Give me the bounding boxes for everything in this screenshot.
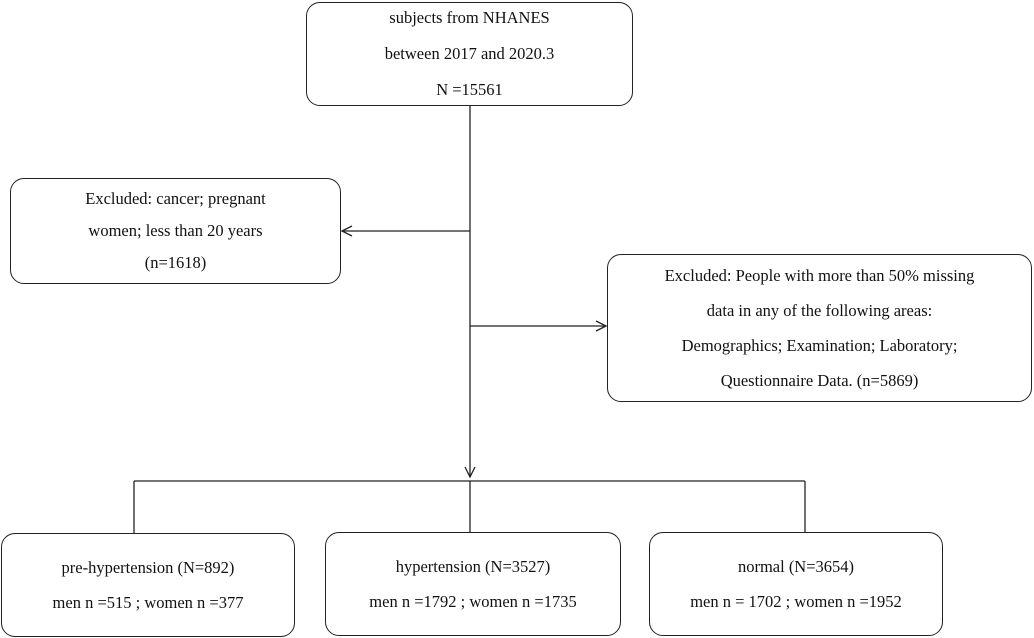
group-detail: men n =1792 ; women n =1735 bbox=[369, 592, 577, 611]
group-detail: men n = 1702 ; women n =1952 bbox=[690, 592, 902, 611]
source-line-2: between 2017 and 2020.3 bbox=[384, 44, 555, 63]
exclusion-2-line-1: Excluded: People with more than 50% miss… bbox=[664, 266, 975, 285]
source-line-1: subjects from NHANES bbox=[389, 8, 550, 27]
group-box-pre-hypertension: pre-hypertension (N=892) men n =515 ; wo… bbox=[1, 533, 295, 637]
group-title: pre-hypertension (N=892) bbox=[61, 558, 235, 577]
group-detail: men n =515 ; women n =377 bbox=[52, 593, 244, 612]
group-title: normal (N=3654) bbox=[737, 557, 855, 576]
source-line-3: N =15561 bbox=[436, 80, 503, 99]
exclusion-box-2: Excluded: People with more than 50% miss… bbox=[607, 254, 1032, 402]
exclusion-box-1: Excluded: cancer; pregnant women; less t… bbox=[10, 178, 341, 284]
group-box-normal: normal (N=3654) men n = 1702 ; women n =… bbox=[649, 532, 943, 636]
exclusion-1-line-3: (n=1618) bbox=[144, 253, 207, 272]
group-title: hypertension (N=3527) bbox=[395, 557, 551, 576]
source-population-box: subjects from NHANES between 2017 and 20… bbox=[306, 2, 633, 106]
group-box-hypertension: hypertension (N=3527) men n =1792 ; wome… bbox=[325, 532, 621, 636]
exclusion-2-line-3: Demographics; Examination; Laboratory; bbox=[681, 336, 958, 355]
exclusion-2-line-2: data in any of the following areas: bbox=[706, 301, 933, 320]
exclusion-2-line-4: Questionnaire Data. (n=5869) bbox=[720, 371, 919, 390]
exclusion-1-line-2: women; less than 20 years bbox=[88, 221, 263, 240]
exclusion-1-line-1: Excluded: cancer; pregnant bbox=[85, 189, 266, 208]
